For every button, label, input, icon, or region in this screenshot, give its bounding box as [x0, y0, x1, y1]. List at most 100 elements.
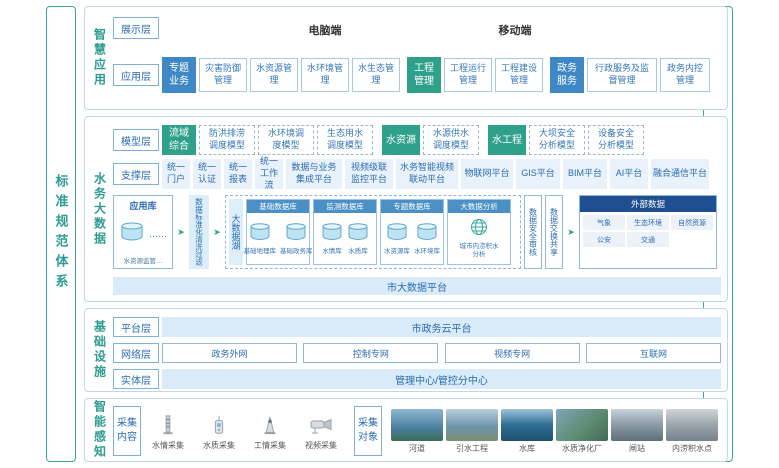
gov-cloud-platform-bar: 市政务云平台: [162, 317, 721, 337]
external-data-grid: 气象 生态环境 自然资源 公安 交通: [580, 212, 716, 268]
bigdata-analysis-box: 大数据分析 城市内涝积水分析: [447, 199, 511, 265]
photo-sluice-station: [611, 408, 663, 441]
group-water-project: 水工程: [488, 125, 526, 155]
database-label: 基础地理库: [243, 247, 277, 255]
water-level-sensor-icon: [157, 412, 179, 438]
network-items: 政务外网 控制专网 视频专网 互联网: [162, 343, 721, 363]
display-layer-row: 展示层: [113, 17, 159, 39]
target-label: 内涝积水点: [672, 443, 712, 453]
flow-arrow-icon: ➤: [213, 226, 221, 237]
app-item: 水资源管理: [250, 58, 298, 92]
support-item: 水务智能视频联动平台: [396, 159, 458, 189]
ellipsis-text: ……: [149, 228, 167, 239]
sensing-row: 采集内容 水情采集 水质采集 工情采集 视频采集 采集对象 河道: [113, 406, 718, 456]
database-figure: 水资源库: [384, 222, 410, 255]
photo-river: [391, 408, 443, 441]
data-lake-box: 大数据湖 基础数据库 基础地理库 基础政务库: [225, 195, 521, 269]
thematic-database-box: 专题数据库 水资源库 水环境库: [380, 199, 444, 265]
model-item: 水环境调度模型: [258, 125, 314, 155]
standards-system-label: 标准规范体系: [53, 174, 69, 294]
platform-layer-label: 平台层: [113, 317, 159, 337]
model-item: 水源供水调度模型: [423, 125, 479, 155]
target-item: 河道: [391, 408, 443, 454]
app-item: 工程运行管理: [444, 58, 492, 92]
app-item: 灾害防御管理: [199, 58, 247, 92]
collection-target-tag: 采集对象: [354, 406, 382, 456]
external-data-item: 气象: [583, 215, 625, 230]
database-label: 水质库: [348, 247, 368, 255]
app-item: 工程建设管理: [495, 58, 543, 92]
group-project-management: 工程管理: [407, 57, 441, 93]
database-label: 水情库: [322, 247, 342, 255]
section-title-smart-application: 智慧应用: [88, 7, 112, 109]
support-item: 统一工作流: [255, 156, 283, 190]
network-item: 视频专网: [444, 343, 580, 363]
database-figure: 基础地理库: [243, 222, 277, 255]
application-store-box: 应用库 …… 水资源监管…: [113, 195, 173, 269]
section-title-text: 智能感知: [92, 400, 107, 460]
data-cleaning-filter-label: 数据标准化清洗过滤: [194, 198, 204, 266]
model-item: 防洪排涝调度模型: [199, 125, 255, 155]
section-title-infrastructure: 基础设施: [88, 309, 112, 391]
app-item: 行政服务及监督管理: [587, 58, 657, 92]
group-thematic-business: 专题业务: [162, 57, 196, 93]
photo-waterlogging-point: [666, 408, 718, 441]
sensor-label: 水质采集: [203, 440, 235, 450]
support-layer-row: 支撑层 统一门户 统一认证 统一报表 统一工作流 数据与业务集成平台 视频级联监…: [113, 156, 709, 190]
sensor-label: 视频采集: [305, 440, 337, 450]
sensor-label: 水情采集: [152, 440, 184, 450]
external-data-title: 外部数据: [580, 196, 716, 212]
monitoring-database-box: 监测数据库 水情库 水质库: [313, 199, 377, 265]
water-quality-sensor-icon: [208, 412, 230, 438]
data-flow-row: 应用库 …… 水资源监管… ➤ 数据标准化清洗过滤 ➤ 大数据湖 基础数据库 基…: [113, 195, 717, 269]
target-item: 水库: [501, 408, 553, 454]
target-item: 引水工程: [446, 408, 498, 454]
bigdata-analysis-title: 大数据分析: [448, 200, 510, 213]
pc-client-label: 电脑端: [308, 25, 342, 37]
monitoring-database-title: 监测数据库: [314, 200, 376, 213]
model-item: 设备安全分析模型: [588, 125, 644, 155]
section-title-text: 基础设施: [92, 320, 107, 380]
database-figure: 水情库: [321, 222, 343, 255]
management-center-bar: 管理中心/管控分中心: [162, 369, 721, 389]
support-item: 统一报表: [224, 159, 252, 189]
database-figure: 基础政务库: [280, 222, 313, 255]
entity-layer-label: 实体层: [113, 369, 159, 389]
engineering-sensor-icon: [259, 412, 281, 438]
data-lake-strip: 大数据湖: [229, 199, 243, 265]
support-item: 统一门户: [162, 159, 190, 189]
target-item: 闸站: [611, 408, 663, 454]
model-item: 生态用水调度模型: [317, 125, 373, 155]
city-bigdata-platform-bar: 市大数据平台: [113, 277, 721, 295]
database-figure: 水质库: [347, 222, 369, 255]
external-data-item: 生态环境: [627, 215, 669, 230]
sensor-item: 水情采集: [144, 412, 192, 451]
app-item: 水生态管理: [352, 58, 400, 92]
model-item: 大坝安全分析模型: [529, 125, 585, 155]
support-item: AI平台: [610, 159, 648, 189]
base-database-title: 基础数据库: [247, 200, 309, 213]
intelligent-sensing-section: 智能感知 采集内容 水情采集 水质采集 工情采集 视频采集 采集对象: [84, 398, 728, 462]
section-title-intelligent-sensing: 智能感知: [88, 399, 112, 461]
database-label: 水环境库: [414, 247, 440, 255]
collection-content-tag: 采集内容: [113, 406, 141, 456]
mobile-client-label: 移动端: [498, 25, 532, 37]
monitoring-database-body: 水情库 水质库: [314, 213, 376, 264]
analysis-globe-icon: [470, 218, 488, 241]
data-lake-label: 大数据湖: [230, 214, 241, 250]
app-item: 水环境管理: [301, 58, 349, 92]
support-item: 物联网平台: [461, 159, 513, 189]
data-cleaning-filter-box: 数据标准化清洗过滤: [189, 195, 209, 269]
target-item: 内涝积水点: [666, 408, 718, 454]
support-item: 视频级联监控平台: [345, 159, 393, 189]
support-item: 数据与业务集成平台: [286, 159, 342, 189]
cctv-camera-icon: [309, 412, 333, 438]
data-exchange-share-box: 数据交换共享: [545, 195, 563, 269]
data-exchange-share-label: 数据交换共享: [549, 208, 559, 256]
database-label: 基础政务库: [280, 247, 313, 255]
section-title-water-bigdata: 水务大数据: [88, 117, 112, 301]
platform-layer-row: 平台层 市政务云平台: [113, 317, 721, 337]
database-label: 水资源库: [384, 247, 410, 255]
external-data-item: 公安: [583, 232, 625, 247]
network-layer-row: 网络层 政务外网 控制专网 视频专网 互联网: [113, 343, 721, 363]
